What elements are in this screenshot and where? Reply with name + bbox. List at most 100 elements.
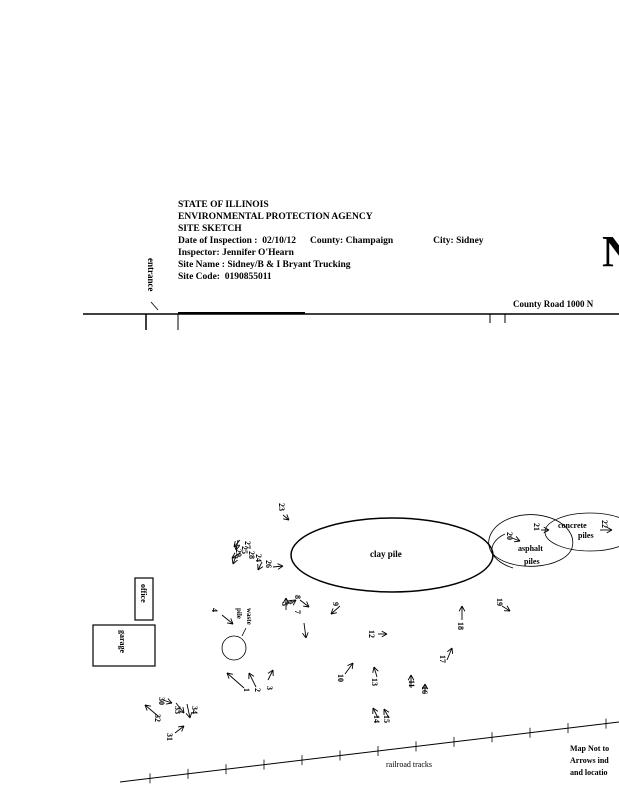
photo-number: 8 [293,595,302,599]
clay-pile-label: clay pile [370,549,402,559]
photo-point-3: 3 [265,669,274,690]
arrowhead-icon [461,605,466,612]
arrowhead-icon [289,599,297,601]
photo-number: 21 [532,523,541,531]
arrowhead-icon [407,674,412,681]
date-label: Date of Inspection : [178,236,258,246]
photo-point-9: 9 [330,602,341,615]
waste-pile [221,635,247,661]
arrowhead-icon [189,712,193,719]
arrowhead-icon [421,683,426,690]
site-code-label: Site Code: [178,272,220,282]
arrowhead-icon [606,526,613,531]
photo-number: 1 [242,688,251,692]
arrowhead-icon [185,713,191,719]
photo-direction-arrow-icon [144,704,159,717]
photo-number: 9 [331,602,340,606]
photo-point-6: 6 [285,599,297,606]
arrowhead-icon [166,702,173,705]
date-value: 02/10/12 [262,236,296,246]
photo-number: 15 [382,715,391,723]
photo-number: 28 [247,551,256,559]
photo-direction-arrow-icon [501,605,511,612]
arrowhead-icon [144,704,148,711]
photo-point-30: 30 [157,697,173,705]
photo-number: 16 [420,686,429,694]
arrowhead-icon [285,597,290,604]
concrete-label-1: concrete [558,521,587,530]
photo-point-33: 33 [173,702,185,714]
arrowhead-icon [144,704,151,707]
arrowhead-icon [286,514,290,521]
photo-number: 22 [600,520,609,528]
arrowhead-icon [292,599,297,606]
county-road [83,312,619,330]
photo-number: 34 [190,706,199,714]
arrowhead-icon [282,597,287,604]
photo-direction-arrow-icon [162,699,173,704]
photo-direction-arrow-icon [511,537,521,542]
photo-point-23: 23 [277,503,290,521]
arrowhead-icon [424,683,429,690]
header-site-name-row: Site Name : Sidney/B & I Bryant Trucking [178,259,484,271]
map-note-line-2: Arrows ind [570,756,609,765]
arrowhead-icon [233,541,236,548]
photo-point-12: 12 [367,630,388,638]
arrowhead-icon [226,672,230,679]
arrowhead-icon [233,544,240,548]
railroad-tracks [119,718,619,784]
header-state: STATE OF ILLINOIS [178,200,269,210]
arrowhead-icon [372,666,375,673]
arrowhead-icon [410,674,415,681]
photo-direction-arrow-icon [221,614,234,625]
arrowhead-icon [347,662,354,666]
arrowhead-icon [231,552,236,559]
photo-point-26: 26 [264,560,284,570]
photo-direction-arrow-icon [299,599,310,608]
header-agency: ENVIRONMENTAL PROTECTION AGENCY [178,212,373,222]
photo-direction-arrow-icon [257,561,263,571]
photo-point-17: 17 [438,647,454,663]
garage-label: garage [118,630,127,654]
photo-point-7: 7 [293,610,309,639]
photo-direction-arrow-icon [233,539,241,548]
photo-number: 24 [254,554,263,562]
photo-direction-arrow-icon [267,669,274,681]
photo-direction-arrow-icon [303,622,307,639]
photo-number: 7 [293,610,302,614]
photo-number: 5 [280,602,289,606]
photo-number: 32 [153,714,162,722]
arrowhead-icon [226,672,233,675]
arrowhead-icon [306,601,310,608]
photo-number: 6 [285,600,294,604]
photo-point-20: 20 [505,532,521,543]
photo-number: 11 [407,680,416,688]
photo-direction-arrow-icon [383,708,390,719]
concrete-label-2: piles [578,531,594,540]
arrowhead-icon [232,559,238,565]
photo-point-24: 24 [254,554,264,571]
photo-number: 12 [367,630,376,638]
arrowhead-icon [181,725,185,732]
photo-point-21: 21 [532,523,550,534]
photo-direction-arrow-icon [175,702,185,714]
arrowhead-icon [167,698,173,704]
asphalt-label-2: piles [524,557,540,566]
photo-direction-arrow-icon [232,555,237,565]
county-label: County: [309,236,344,246]
arrowhead-icon [381,633,388,638]
arrowhead-icon [383,708,390,713]
photo-point-14: 14 [372,707,381,723]
photo-number: 2 [253,688,262,692]
waste-pile-label-1: waste [245,608,253,625]
inspector-label: Inspector: [178,248,220,258]
asphalt-piles [488,514,574,569]
photo-point-18: 18 [456,605,466,630]
arrowhead-icon [458,605,463,612]
arrowhead-icon [303,605,310,608]
city-value: Sidney [456,236,484,246]
waste-pile-label-2: pile [235,608,243,619]
photo-number: 17 [438,655,447,663]
arrowhead-icon [606,529,613,534]
